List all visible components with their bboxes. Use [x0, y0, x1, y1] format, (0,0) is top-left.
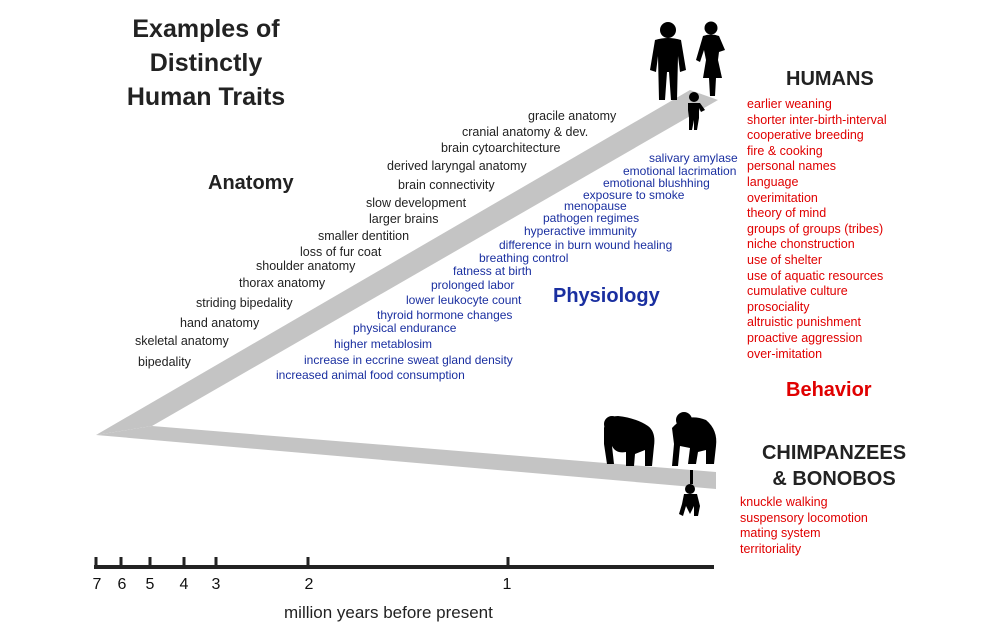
behavior-item: mating system	[740, 526, 821, 541]
physiology-heading: Physiology	[553, 285, 660, 307]
physiology-trait: difference in burn wound healing	[499, 238, 673, 252]
physiology-trait: pathogen regimes	[543, 211, 640, 225]
chimpanzee-icon	[604, 416, 655, 466]
anatomy-trait: brain connectivity	[398, 178, 495, 192]
physiology-trait: fatness at birth	[453, 264, 532, 278]
behavior-item: shorter inter-birth-interval	[747, 112, 887, 127]
anatomy-trait: bipedality	[138, 355, 191, 369]
behavior-item: cumulative culture	[747, 284, 848, 299]
behavior-item: earlier weaning	[747, 97, 832, 111]
anatomy-trait: thorax anatomy	[239, 276, 326, 290]
axis-tick-label: 2	[304, 576, 314, 593]
physiology-trait: lower leukocyte count	[406, 293, 522, 307]
physiology-trait: emotional lacrimation	[623, 164, 737, 178]
chimp-branch	[96, 426, 716, 489]
physiology-trait: breathing control	[479, 251, 569, 265]
title-line-1: Examples of	[132, 15, 280, 43]
timeline-axis	[94, 557, 714, 569]
axis-tick-label: 6	[117, 576, 127, 593]
anatomy-trait: hand anatomy	[180, 316, 260, 330]
behavior-item: niche chonstruction	[747, 237, 855, 252]
behavior-item: fire & cooking	[747, 143, 823, 158]
behavior-item: prosociality	[747, 299, 810, 314]
anatomy-trait: striding bipedality	[196, 296, 293, 310]
axis-tick-label: 4	[179, 576, 189, 593]
anatomy-trait: smaller dentition	[318, 229, 410, 243]
humans-heading: HUMANS	[786, 68, 874, 90]
physiology-trait: thyroid hormone changes	[377, 308, 513, 322]
behavior-item: over-imitation	[747, 346, 823, 361]
behavior-item: theory of mind	[747, 206, 827, 221]
anatomy-trait: brain cytoarchitecture	[441, 141, 561, 155]
axis-label: million years before present	[284, 603, 493, 622]
anatomy-trait: shoulder anatomy	[256, 259, 356, 273]
behavior-heading: Behavior	[786, 379, 872, 401]
anatomy-trait: derived laryngal anatomy	[387, 159, 527, 173]
chimps-heading-line-2: & BONOBOS	[772, 468, 896, 490]
behavior-item: use of aquatic resources	[747, 268, 884, 283]
behavior-item: altruistic punishment	[747, 315, 861, 330]
axis-tick-label: 5	[145, 576, 155, 593]
bonobo-icon	[672, 412, 717, 466]
axis-tick-label: 7	[92, 576, 102, 593]
behavior-item: use of shelter	[747, 252, 823, 267]
behavior-item: proactive aggression	[747, 330, 863, 345]
behavior-item: language	[747, 174, 799, 189]
behavior-item: cooperative breeding	[747, 128, 864, 143]
anatomy-trait: cranial anatomy & dev.	[462, 125, 589, 139]
physiology-trait: increased animal food consumption	[276, 368, 465, 382]
physiology-trait: menopause	[564, 199, 627, 213]
anatomy-trait: skeletal anatomy	[135, 334, 229, 348]
physiology-trait: prolonged labor	[431, 278, 515, 292]
anatomy-trait: slow development	[366, 196, 467, 210]
behavior-item: overimitation	[747, 190, 818, 205]
behavior-item: knuckle walking	[740, 495, 828, 509]
anatomy-trait: gracile anatomy	[528, 109, 617, 123]
chimps-heading-line-1: CHIMPANZEES	[761, 442, 907, 464]
physiology-trait: salivary amylase	[649, 151, 738, 165]
human-branch	[96, 90, 718, 435]
human-behavior-list: earlier weaning shorter inter-birth-inte…	[747, 97, 887, 362]
human-family-icon	[650, 21, 725, 130]
axis-tick-label: 3	[211, 576, 221, 593]
behavior-item: personal names	[747, 159, 836, 174]
behavior-item: territoriality	[740, 541, 802, 556]
physiology-trait: hyperactive immunity	[524, 224, 637, 238]
behavior-item: groups of groups (tribes)	[747, 221, 884, 236]
anatomy-trait: larger brains	[369, 212, 439, 226]
chimps-heading: CHIMPANZEES & BONOBOS	[755, 440, 913, 492]
anatomy-heading: Anatomy	[208, 172, 294, 194]
anatomy-trait: loss of fur coat	[300, 245, 382, 259]
title-line-2: Distinctly	[149, 49, 263, 77]
physiology-trait: higher metablosim	[334, 337, 433, 351]
diagram-title: Examples of Distinctly Human Traits	[96, 12, 316, 114]
behavior-item: suspensory locomotion	[740, 510, 868, 525]
axis-tick-label: 1	[502, 576, 512, 593]
physiology-trait: increase in eccrine sweat gland density	[304, 353, 513, 367]
hanging-ape-icon	[679, 470, 700, 516]
physiology-trait: physical endurance	[353, 321, 457, 335]
physiology-trait: exposure to smoke	[583, 188, 685, 202]
title-line-3: Human Traits	[126, 83, 286, 111]
chimp-behavior-list: knuckle walking suspensory locomotion ma…	[740, 495, 868, 557]
physiology-trait: emotional blushhing	[603, 176, 710, 190]
